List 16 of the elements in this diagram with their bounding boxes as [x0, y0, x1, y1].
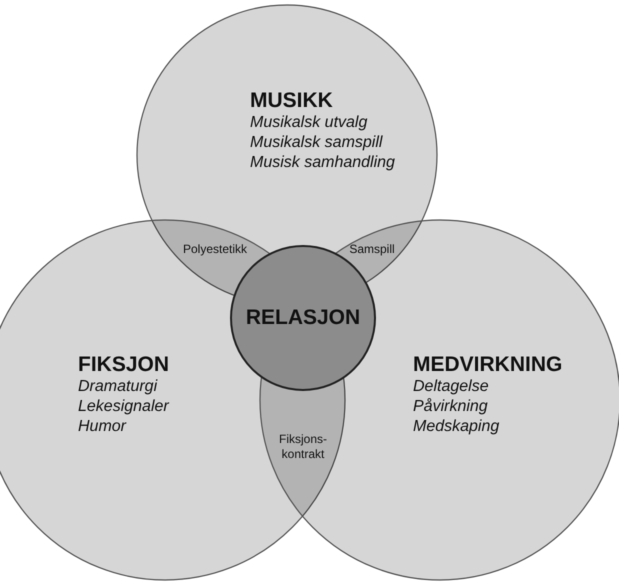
list-item: Medskaping	[413, 417, 500, 437]
circle-heading: FIKSJON	[78, 352, 170, 377]
list-item: Musisk samhandling	[250, 153, 395, 173]
overlap-label: Polyestetikk	[182, 242, 248, 257]
overlap-label: Fiksjons-kontrakt	[278, 432, 328, 462]
list-item: Musikalsk samspill	[250, 133, 384, 153]
list-item: Dramaturgi	[78, 377, 158, 397]
list-item: Påvirkning	[413, 397, 489, 417]
overlap-label: Samspill	[349, 242, 395, 257]
circle-heading: MUSIKK	[250, 88, 334, 113]
list-item: Musikalsk utvalg	[250, 113, 368, 133]
circle-heading: MEDVIRKNING	[413, 352, 562, 377]
list-item: Lekesignaler	[78, 397, 170, 417]
list-item: Humor	[78, 417, 128, 437]
list-item: Deltagelse	[413, 377, 490, 397]
circle-heading: RELASJON	[244, 305, 362, 330]
